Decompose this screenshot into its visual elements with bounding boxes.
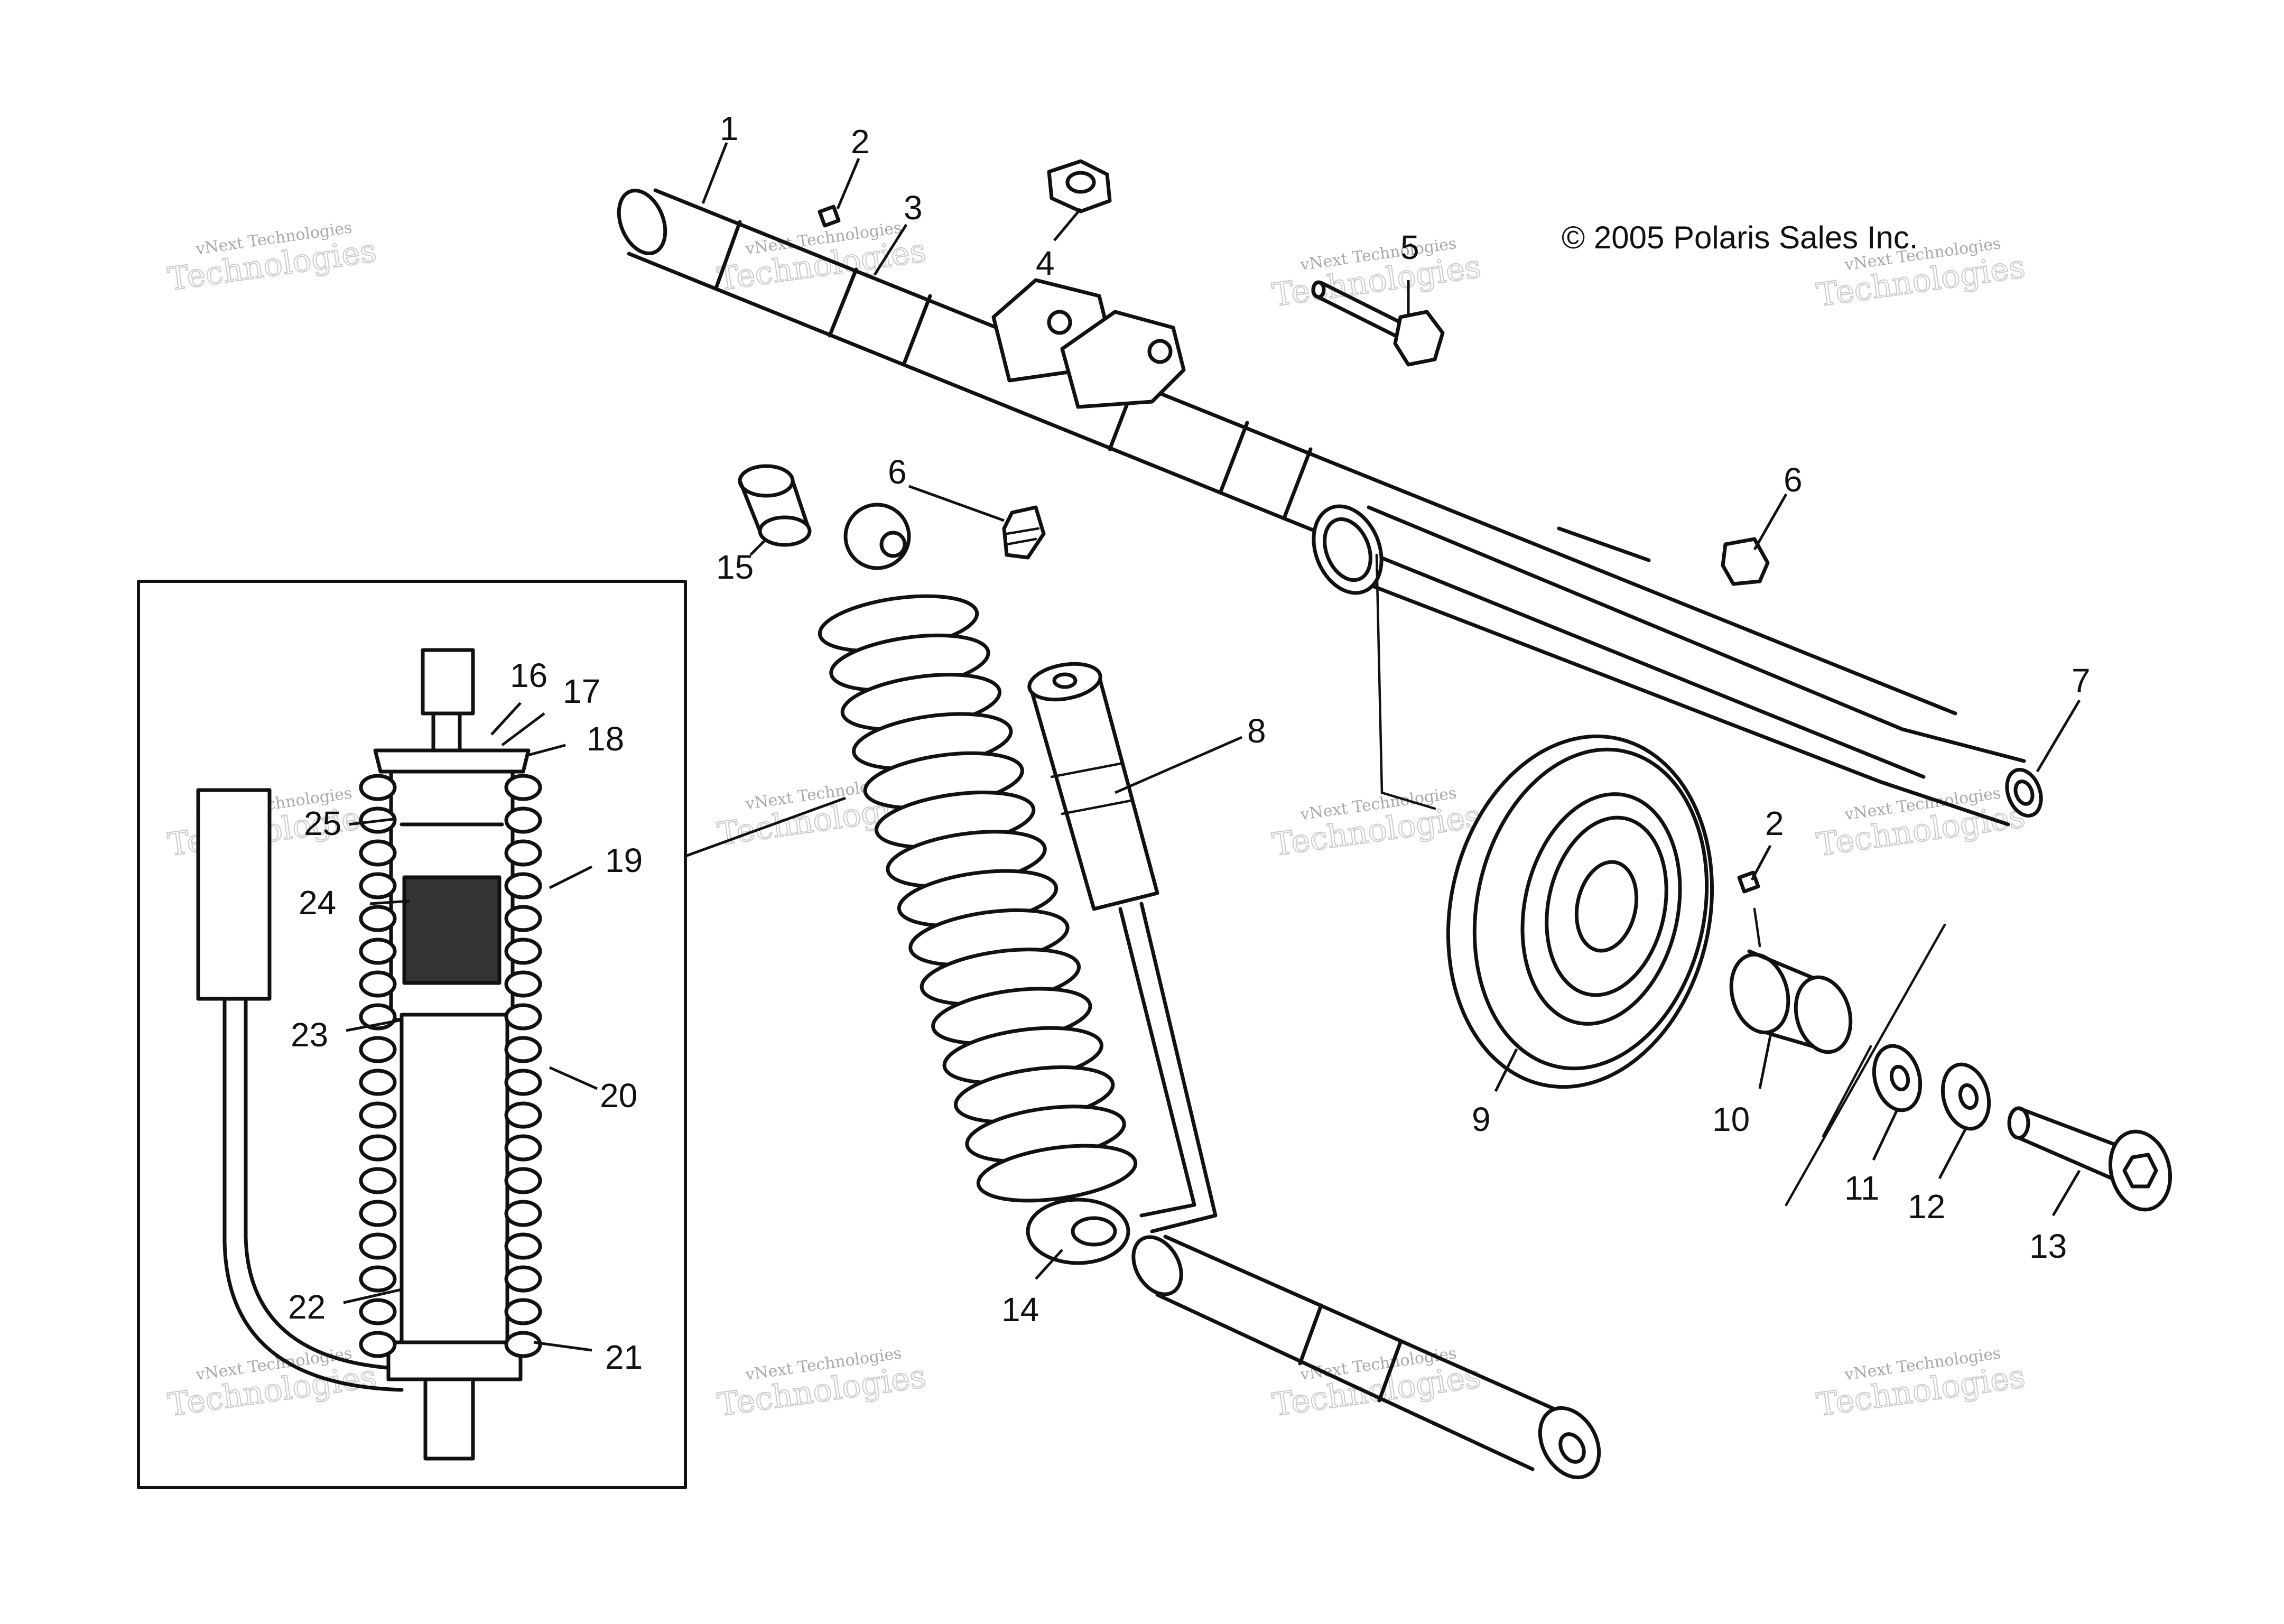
assembly-line bbox=[1753, 907, 1761, 948]
spring-coil-section bbox=[504, 1069, 542, 1096]
spring-coil-section bbox=[359, 839, 397, 867]
spring-coil-section bbox=[504, 1036, 542, 1063]
callout-3: 3 bbox=[904, 189, 923, 227]
callout-14: 14 bbox=[1001, 1291, 1039, 1329]
spring-coil-section bbox=[504, 806, 542, 834]
callout-25: 25 bbox=[304, 804, 341, 842]
spring-coil-section bbox=[359, 872, 397, 899]
leader-lines bbox=[343, 142, 2081, 1352]
spring-coil-section bbox=[359, 938, 397, 965]
spring-coil-section bbox=[504, 1101, 542, 1129]
watermark: Technologies vNext Technologies bbox=[165, 218, 379, 299]
callout-2: 2 bbox=[1765, 804, 1784, 842]
callout-12: 12 bbox=[1908, 1187, 1945, 1226]
callout-17: 17 bbox=[563, 672, 600, 710]
callout-labels: 1 2 3 4 5 6 6 7 8 9 2 10 11 12 13 14 15 … bbox=[288, 109, 2091, 1376]
cutaway-inset bbox=[137, 580, 687, 1489]
spring-coil-section bbox=[359, 1134, 397, 1162]
spring-coil-section bbox=[504, 1232, 542, 1260]
set-screw bbox=[818, 205, 841, 228]
grease-fitting bbox=[1002, 505, 1046, 560]
spring-coil-section bbox=[504, 1200, 542, 1227]
spring-coil-section bbox=[504, 774, 542, 801]
assembly-line bbox=[1822, 1045, 1872, 1138]
callout-1: 1 bbox=[720, 109, 739, 147]
shoulder-bolt bbox=[2007, 1106, 2172, 1212]
callout-6: 6 bbox=[888, 453, 907, 491]
watermark: Technologies vNext Technologies bbox=[1814, 234, 2028, 314]
coil-spring-cutaway bbox=[359, 774, 542, 1358]
spring-coil-section bbox=[504, 905, 542, 932]
callout-9: 9 bbox=[1472, 1100, 1491, 1138]
copyright-notice: © 2005 Polaris Sales Inc. bbox=[1562, 220, 1918, 255]
bushing bbox=[738, 464, 812, 547]
spring-coil-section bbox=[359, 1036, 397, 1063]
callout-10: 10 bbox=[1712, 1100, 1750, 1138]
spring-coil-section bbox=[359, 1331, 397, 1358]
watermark: Technologies vNext Technologies bbox=[1814, 1344, 2028, 1424]
callout-13: 13 bbox=[2029, 1227, 2067, 1265]
spring-coil bbox=[976, 1144, 1138, 1203]
watermark: Technologies vNext Technologies bbox=[1269, 1344, 1483, 1424]
callout-7: 7 bbox=[2072, 662, 2091, 700]
callout-20: 20 bbox=[600, 1077, 637, 1115]
spring-coil-section bbox=[504, 839, 542, 867]
callout-21: 21 bbox=[605, 1338, 643, 1376]
spring-coil-section bbox=[504, 970, 542, 998]
bolt bbox=[1311, 280, 1445, 367]
spring-coil-section bbox=[504, 1167, 542, 1194]
watermark: Technologies vNext Technologies bbox=[1269, 784, 1483, 864]
callout-16: 16 bbox=[510, 656, 547, 694]
callout-15: 15 bbox=[716, 548, 754, 586]
spring-coil-section bbox=[504, 1265, 542, 1293]
assembly-line bbox=[1785, 923, 1946, 1207]
nut bbox=[1047, 159, 1112, 214]
callout-8: 8 bbox=[1247, 712, 1266, 750]
callout-24: 24 bbox=[299, 884, 336, 922]
callout-5: 5 bbox=[1400, 228, 1419, 266]
callout-22: 22 bbox=[288, 1288, 326, 1326]
callout-2: 2 bbox=[851, 123, 870, 161]
spring-coil-section bbox=[359, 970, 397, 998]
spring-coil-section bbox=[359, 1167, 397, 1194]
callout-19: 19 bbox=[605, 841, 643, 879]
watermark: Technologies vNext Technologies bbox=[1269, 234, 1483, 314]
spring-coil-section bbox=[504, 1134, 542, 1162]
coil-spring bbox=[818, 594, 1138, 1203]
spring-coil-section bbox=[504, 938, 542, 965]
idler-wheel bbox=[1446, 734, 1714, 1089]
spring-coil-section bbox=[359, 1265, 397, 1293]
grease-fitting bbox=[1721, 537, 1770, 586]
callout-11: 11 bbox=[1844, 1169, 1879, 1207]
spring-coil-section bbox=[359, 1232, 397, 1260]
leader-line bbox=[685, 796, 846, 858]
spring-coil-section bbox=[504, 1298, 542, 1325]
spring-coil-section bbox=[504, 872, 542, 899]
spring-coil-section bbox=[359, 1298, 397, 1325]
spring-coil-section bbox=[359, 774, 397, 801]
washer bbox=[1872, 1044, 1923, 1112]
spring-coil-section bbox=[504, 1003, 542, 1031]
spring-coil-section bbox=[359, 1101, 397, 1129]
shaft-assembly bbox=[617, 188, 2043, 827]
callout-6: 6 bbox=[1784, 461, 1803, 499]
watermark: Technologies vNext Technologies bbox=[714, 1344, 929, 1424]
callout-18: 18 bbox=[587, 720, 624, 758]
callout-23: 23 bbox=[291, 1016, 328, 1054]
lower-arm bbox=[1131, 1235, 1601, 1480]
spring-coil-section bbox=[359, 905, 397, 932]
callout-4: 4 bbox=[1036, 244, 1055, 282]
spring-coil-section bbox=[359, 1200, 397, 1227]
spring-coil-section bbox=[504, 1331, 542, 1358]
washer bbox=[1941, 1062, 1991, 1131]
shock-absorber bbox=[818, 503, 1218, 1265]
assembly-line bbox=[1375, 553, 1436, 810]
spring-coil-section bbox=[359, 1069, 397, 1096]
spacer bbox=[1729, 949, 1853, 1054]
